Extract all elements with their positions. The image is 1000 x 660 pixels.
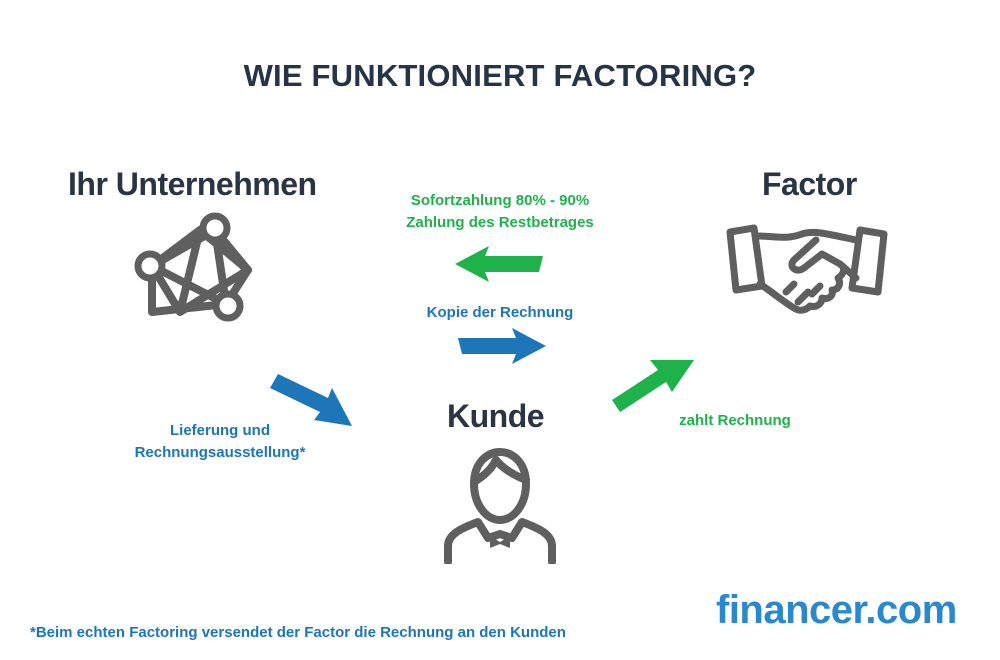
payment-line-2: Zahlung des Restbetrages — [406, 214, 594, 231]
payment-flow-label: Sofortzahlung 80% - 90% Zahlung des Rest… — [380, 190, 620, 234]
delivery-line-2: Rechnungsausstellung* — [134, 444, 306, 461]
brand-o: o — [897, 588, 922, 632]
brand-text-prefix: financer.c — [716, 588, 898, 632]
customer-label: Kunde — [447, 398, 545, 434]
invoice-copy-label: Kopie der Rechnung — [426, 304, 574, 321]
handshake-icon — [724, 222, 890, 316]
network-icon — [130, 208, 260, 326]
page-title: WIE FUNKTIONIERT FACTORING? — [243, 58, 757, 93]
company-label: Ihr Unternehmen — [68, 166, 317, 202]
delivery-arrow — [266, 368, 356, 430]
customer-pays-arrow — [610, 356, 696, 416]
delivery-label: Lieferung und Rechnungsausstellung* — [110, 420, 330, 464]
payment-line-1: Sofortzahlung 80% - 90% — [410, 192, 590, 209]
customer-pays-label: zahlt Rechnung — [679, 412, 791, 429]
delivery-line-1: Lieferung und — [170, 422, 270, 439]
brand-logo[interactable]: financer.com — [716, 588, 957, 633]
factor-label: Factor — [762, 166, 857, 202]
brand-text-suffix: m — [921, 588, 958, 632]
invoice-copy-arrow — [456, 328, 546, 364]
payment-arrow — [455, 246, 545, 282]
person-icon — [444, 448, 556, 564]
footnote: *Beim echten Factoring versendet der Fac… — [30, 624, 566, 641]
